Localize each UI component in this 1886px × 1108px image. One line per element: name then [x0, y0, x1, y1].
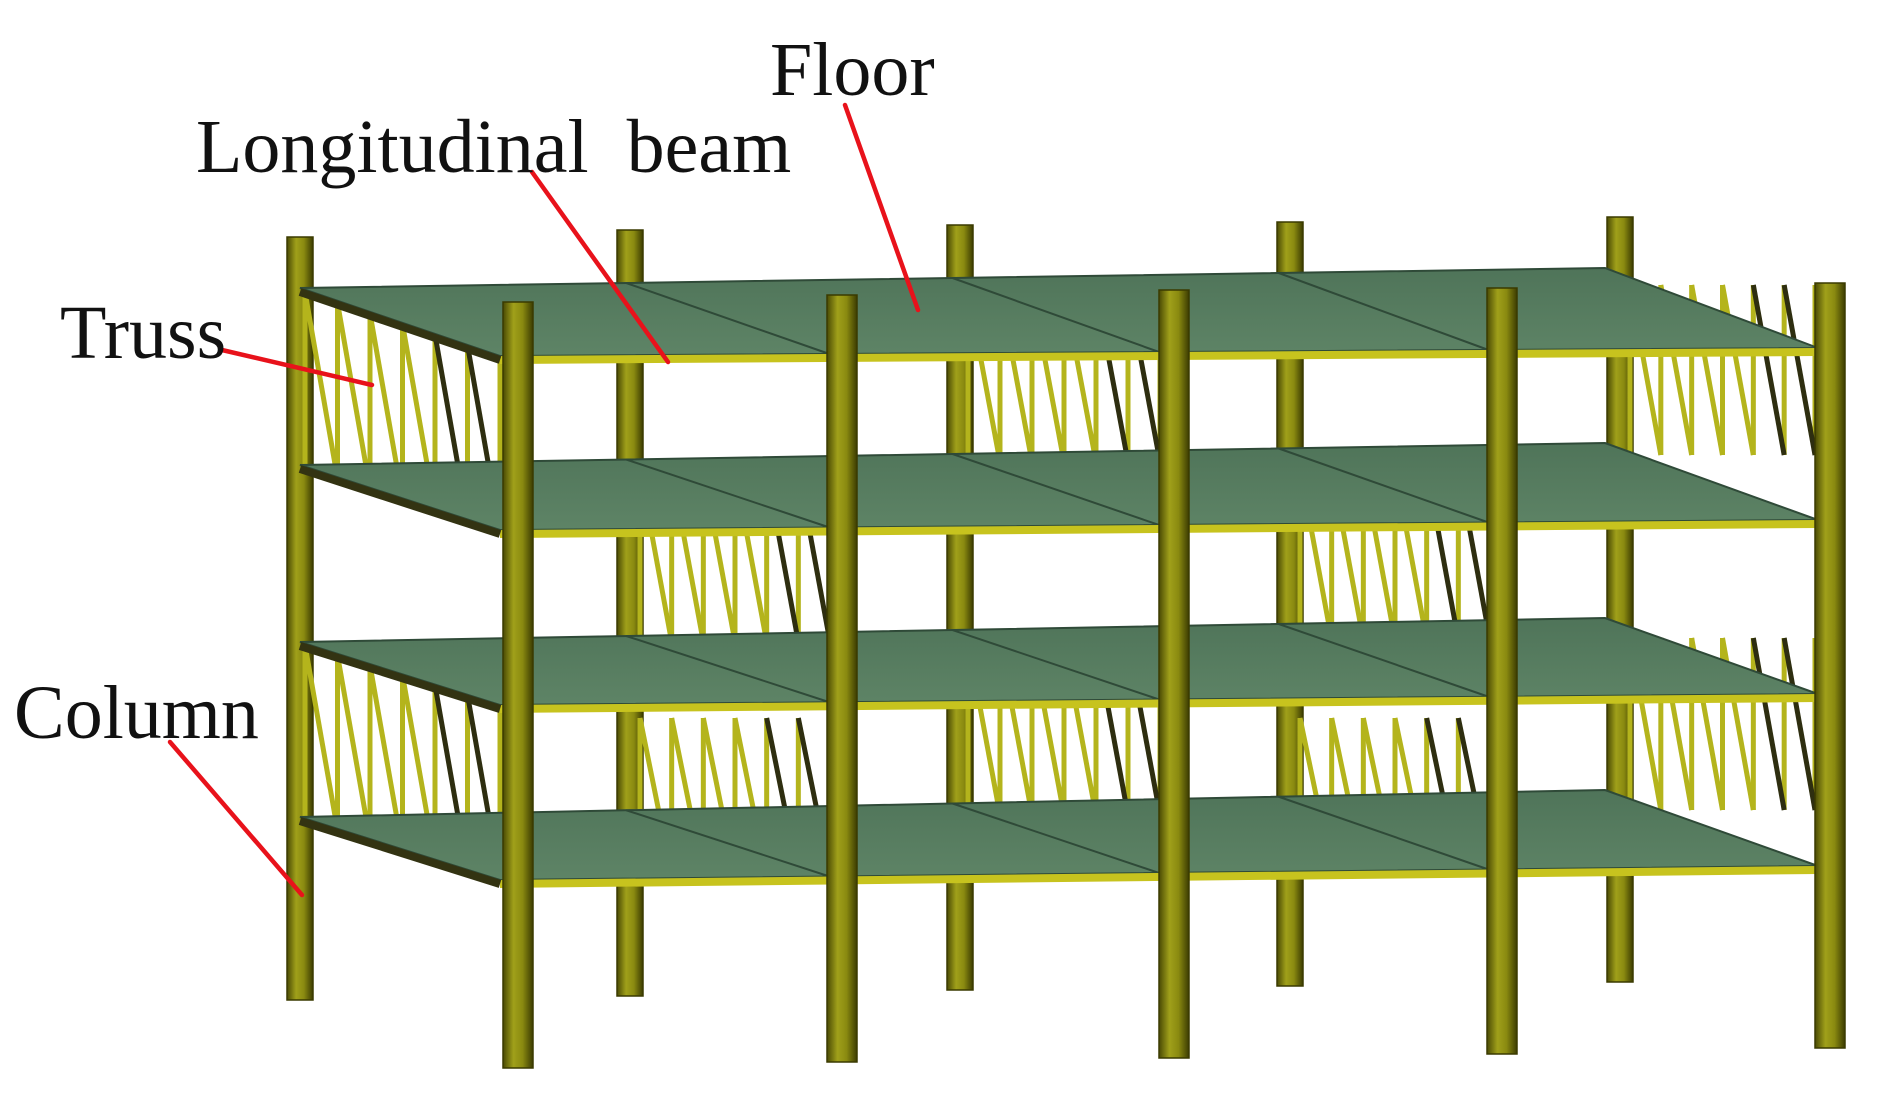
front-column	[1158, 289, 1190, 1059]
longitudinal-beam-leader-line	[529, 169, 671, 365]
bay-divider	[1278, 447, 1489, 524]
truss-diagonal	[1781, 284, 1818, 456]
truss-diagonal	[302, 644, 340, 831]
truss-diagonal	[335, 302, 373, 490]
truss-diagonal	[1750, 284, 1787, 456]
front-column	[826, 294, 858, 1063]
bay-divider	[952, 629, 1160, 701]
bay-divider	[1278, 623, 1489, 698]
truss-diagonal	[1750, 637, 1787, 811]
truss-diagonal	[302, 291, 340, 479]
bay-divider	[625, 635, 830, 704]
front-column	[502, 301, 534, 1069]
bay-divider	[625, 282, 830, 355]
column-leader-line	[167, 739, 305, 898]
floor-label: Floor	[770, 28, 935, 112]
truss-diagonal	[335, 654, 373, 841]
front-column	[1486, 287, 1518, 1055]
bay-divider	[625, 809, 830, 878]
longitudinal-beam-label: Longitudinal beam	[196, 105, 791, 189]
front-column	[1814, 282, 1846, 1049]
bay-divider	[1278, 272, 1489, 351]
side-beam	[298, 642, 502, 713]
leader-lines	[167, 102, 921, 898]
truss-diagonal	[1781, 637, 1818, 811]
bay-divider	[625, 458, 830, 529]
bay-divider	[1278, 795, 1489, 871]
floor-slabs	[298, 266, 1819, 888]
bay-divider	[952, 802, 1160, 874]
floor-slab	[298, 788, 1819, 888]
side-beam	[298, 288, 502, 364]
column-label: Column	[14, 671, 259, 755]
floor-leader-line	[842, 102, 921, 313]
side-beam	[298, 817, 502, 888]
truss-label: Truss	[60, 291, 226, 375]
front-columns	[502, 282, 1846, 1069]
side-beam	[298, 465, 502, 538]
truss-leader-line	[219, 347, 375, 388]
truss-diagonal	[1720, 284, 1756, 456]
bay-divider	[952, 453, 1160, 526]
bay-divider	[952, 277, 1160, 353]
